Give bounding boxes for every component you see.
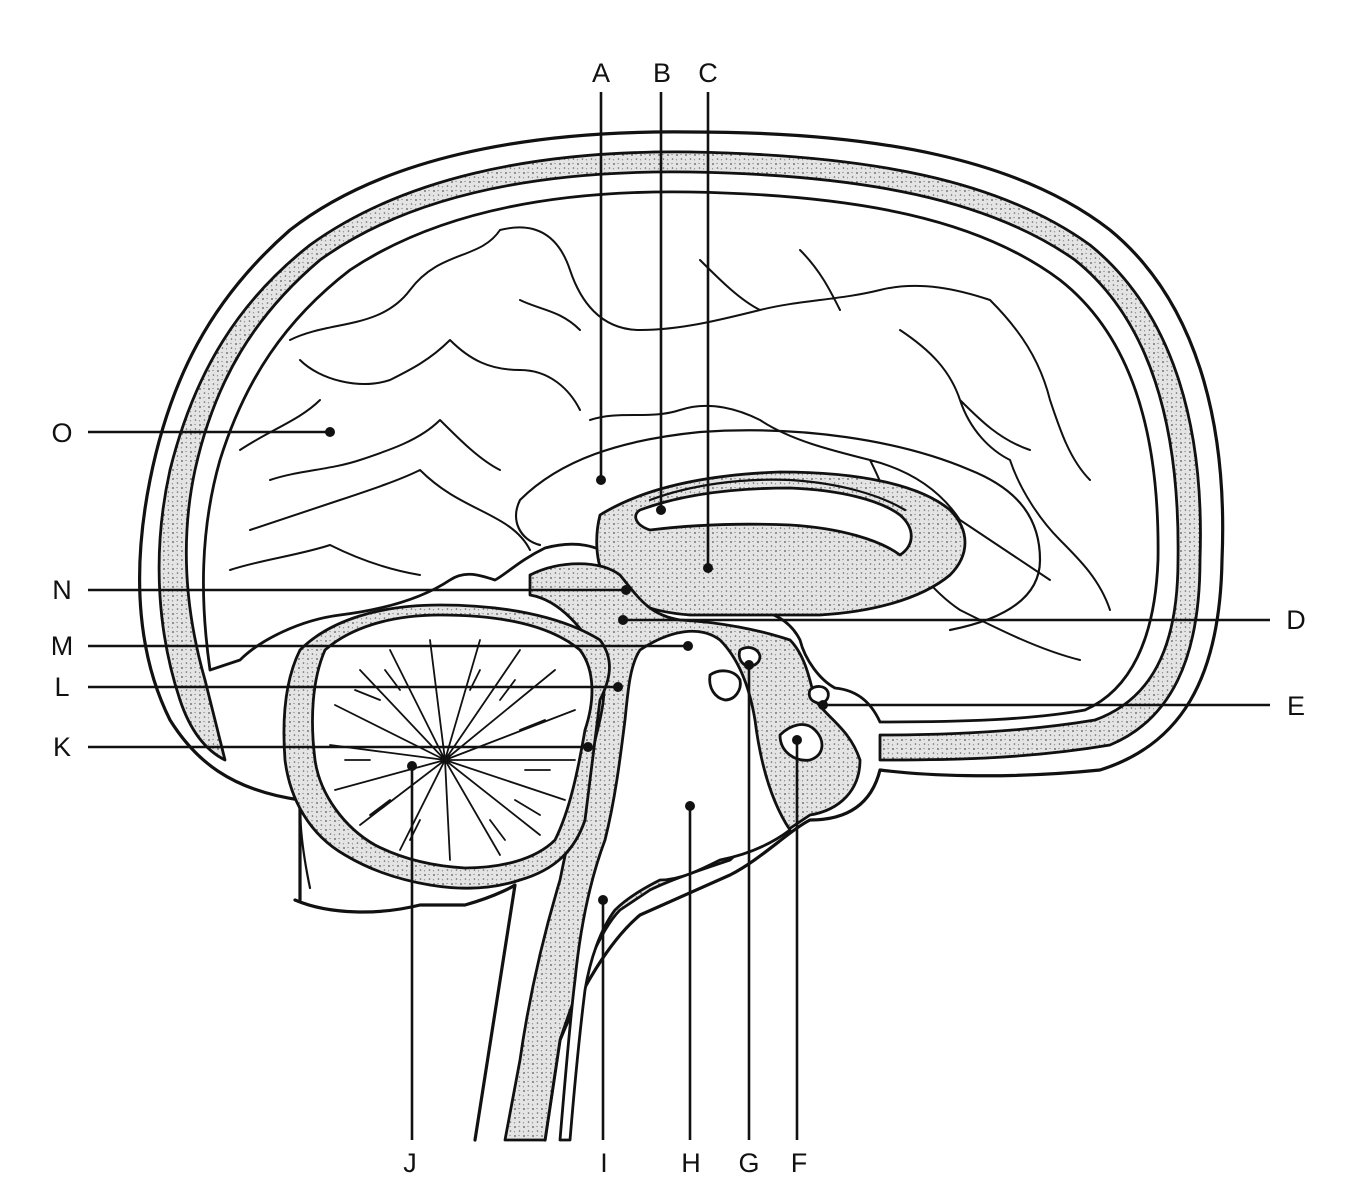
labels: A B C D E F G H I J K L M N O xyxy=(51,58,1306,1178)
pointer-dot-b xyxy=(656,505,666,515)
label-m: M xyxy=(51,631,74,661)
pointer-dot-m xyxy=(683,641,693,651)
label-a: A xyxy=(592,58,610,88)
corpus-callosum-and-ventricle xyxy=(595,470,967,617)
label-j: J xyxy=(403,1148,417,1178)
pointer-dot-e xyxy=(818,700,828,710)
label-i: I xyxy=(600,1148,608,1178)
pointer-dot-a xyxy=(596,475,606,485)
label-o: O xyxy=(51,418,72,448)
label-d: D xyxy=(1286,605,1306,635)
label-b: B xyxy=(653,58,671,88)
pointer-dot-h xyxy=(685,801,695,811)
label-l: L xyxy=(54,672,69,702)
pointer-dot-o xyxy=(325,427,335,437)
label-k: K xyxy=(53,732,71,762)
pointer-dot-c xyxy=(703,563,713,573)
pointer-dot-n xyxy=(621,585,631,595)
label-n: N xyxy=(52,575,72,605)
skull-and-meninges xyxy=(138,130,1225,1142)
leader-lines xyxy=(88,92,1270,1140)
pointer-dot-k xyxy=(583,742,593,752)
pointer-dot-f xyxy=(792,735,802,745)
label-g: G xyxy=(738,1148,759,1178)
pointer-dot-i xyxy=(598,895,608,905)
label-f: F xyxy=(791,1148,808,1178)
pointer-dot-j xyxy=(407,761,417,771)
label-h: H xyxy=(681,1148,701,1178)
pointer-dot-l xyxy=(613,682,623,692)
label-e: E xyxy=(1287,691,1305,721)
label-c: C xyxy=(698,58,718,88)
pointer-dot-g xyxy=(744,660,754,670)
pointer-dot-d xyxy=(618,615,628,625)
